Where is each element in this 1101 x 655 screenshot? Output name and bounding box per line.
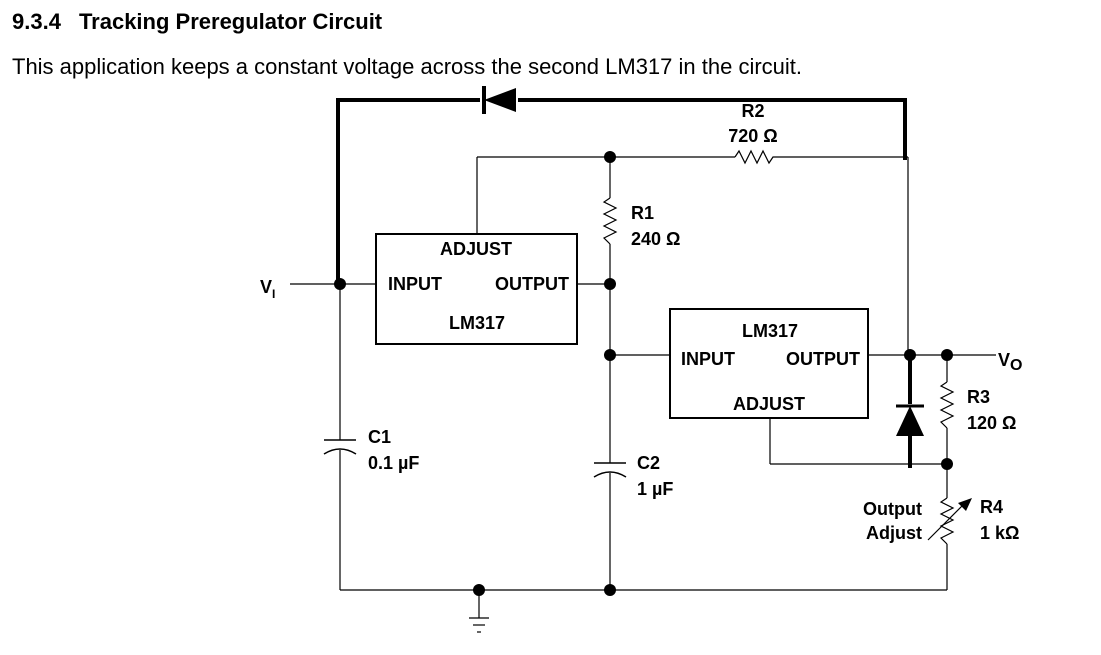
c2-name: C2 xyxy=(637,453,660,473)
output-adjust-label-line1: Output xyxy=(863,499,922,519)
feedback-diode xyxy=(482,86,516,114)
resistor-r1 xyxy=(602,197,618,245)
regulator-1: ADJUST INPUT OUTPUT LM317 xyxy=(375,233,578,345)
capacitor-c1 xyxy=(323,439,357,455)
regulator-1-output-label: OUTPUT xyxy=(495,274,569,294)
regulator-1-part-label: LM317 xyxy=(449,313,505,333)
regulator-1-input-label: INPUT xyxy=(388,274,442,294)
regulator-2-part-label: LM317 xyxy=(742,321,798,341)
r1-value: 240 Ω xyxy=(631,229,680,249)
output-adjust-label-line2: Adjust xyxy=(866,523,922,543)
regulator-2-output-label: OUTPUT xyxy=(786,349,860,369)
vout-main: V xyxy=(998,350,1010,370)
capacitor-c2 xyxy=(593,462,627,478)
thick-wires xyxy=(336,98,912,468)
section-title: Tracking Preregulator Circuit xyxy=(78,9,383,34)
protection-diode xyxy=(896,404,924,436)
regulator-2-input-label: INPUT xyxy=(681,349,735,369)
r1-name: R1 xyxy=(631,203,654,223)
thin-wires xyxy=(290,156,996,618)
vout-sub: O xyxy=(1010,357,1022,374)
vin-sub: I xyxy=(272,287,275,301)
section-description: This application keeps a constant voltag… xyxy=(12,54,803,79)
output-voltage-label: VO xyxy=(998,350,1022,374)
r3-value: 120 Ω xyxy=(967,413,1016,433)
resistor-r2 xyxy=(734,149,777,165)
junction-dots xyxy=(334,151,953,596)
c2-value: 1 µF xyxy=(637,479,673,499)
regulator-2: LM317 INPUT OUTPUT ADJUST xyxy=(669,308,869,419)
regulator-2-adjust-label: ADJUST xyxy=(733,394,805,414)
ground-symbol xyxy=(469,617,489,633)
potentiometer-r4 xyxy=(927,497,972,545)
resistor-r3 xyxy=(939,381,955,429)
r2-value: 720 Ω xyxy=(728,126,777,146)
c1-value: 0.1 µF xyxy=(368,453,419,473)
regulator-1-adjust-label: ADJUST xyxy=(440,239,512,259)
r4-name: R4 xyxy=(980,497,1003,517)
input-voltage-label: VI xyxy=(260,277,275,301)
r2-name: R2 xyxy=(741,101,764,121)
vin-main: V xyxy=(260,277,272,297)
section-heading: 9.3.4 Tracking Preregulator Circuit xyxy=(12,9,382,35)
r4-value: 1 kΩ xyxy=(980,523,1019,543)
c1-name: C1 xyxy=(368,427,391,447)
r3-name: R3 xyxy=(967,387,990,407)
section-number: 9.3.4 xyxy=(12,9,61,34)
